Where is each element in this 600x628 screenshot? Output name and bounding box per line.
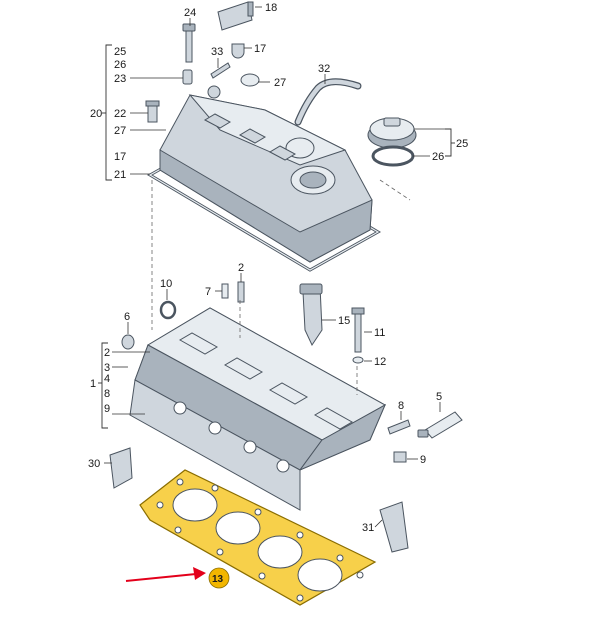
bolt-24 xyxy=(182,23,196,63)
highlight-badge xyxy=(208,567,230,589)
bolt-2 xyxy=(237,281,245,303)
callout-8-left: 8 xyxy=(104,388,110,400)
callout-13: 13 xyxy=(212,574,224,585)
cylinder-head xyxy=(129,307,387,511)
callout-27-top: 27 xyxy=(274,77,286,89)
breather-hose xyxy=(294,78,362,126)
callout-2-top: 2 xyxy=(238,262,244,274)
callout-4: 4 xyxy=(104,373,110,385)
cylinder-head-gasket xyxy=(139,469,377,606)
callout-20: 20 xyxy=(90,108,102,120)
callout-10: 10 xyxy=(160,278,172,290)
callout-24: 24 xyxy=(184,7,196,19)
oil-filler-seal xyxy=(371,145,415,167)
seal-ring-10 xyxy=(159,300,177,320)
callout-7: 7 xyxy=(205,286,211,298)
seal-27 xyxy=(240,73,260,87)
valve-cover xyxy=(159,85,373,263)
callout-25-right: 25 xyxy=(456,138,468,150)
callout-17-top: 17 xyxy=(254,43,266,55)
callout-25-left: 25 xyxy=(114,46,126,58)
bolt-23 xyxy=(182,69,193,85)
callout-33: 33 xyxy=(211,46,223,58)
bracket-31 xyxy=(379,501,409,553)
oil-filler-cap xyxy=(367,117,417,149)
callout-3: 3 xyxy=(104,362,110,374)
plug-9 xyxy=(393,451,407,463)
callout-27-left: 27 xyxy=(114,125,126,137)
fuel-injector xyxy=(299,283,323,347)
callout-30: 30 xyxy=(88,458,100,470)
callout-26-right: 26 xyxy=(432,151,444,163)
callout-21: 21 xyxy=(114,169,126,181)
brace-group-1 xyxy=(98,342,108,429)
callout-9-left: 9 xyxy=(104,403,110,415)
callout-18: 18 xyxy=(265,2,277,14)
callout-12: 12 xyxy=(374,356,386,368)
callout-15: 15 xyxy=(338,315,350,327)
callout-5: 5 xyxy=(436,391,442,403)
callout-23: 23 xyxy=(114,73,126,85)
highlight-arrow xyxy=(125,567,206,582)
leader-lines xyxy=(104,6,445,528)
sealant-tube-5 xyxy=(417,411,463,439)
callout-1: 1 xyxy=(90,378,96,390)
sensor-8 xyxy=(387,419,411,435)
bolt-22 xyxy=(145,100,160,123)
plug-17 xyxy=(231,43,245,59)
brace-group-25 xyxy=(445,128,455,157)
callout-2-left: 2 xyxy=(104,347,110,359)
callout-8-right: 8 xyxy=(398,400,404,412)
callout-31: 31 xyxy=(362,522,374,534)
bracket-18 xyxy=(217,1,254,31)
sleeve-7 xyxy=(221,283,229,299)
pin-33 xyxy=(210,62,231,79)
cap-6 xyxy=(121,334,135,350)
brace-group-20 xyxy=(102,44,112,181)
callout-32: 32 xyxy=(318,63,330,75)
callout-11: 11 xyxy=(374,327,385,339)
callout-26-left: 26 xyxy=(114,59,126,71)
bracket-30 xyxy=(109,447,133,489)
callout-6: 6 xyxy=(124,311,130,323)
callout-9-right: 9 xyxy=(420,454,426,466)
callout-17-left: 17 xyxy=(114,151,126,163)
stud-11 xyxy=(351,307,365,353)
washer-12 xyxy=(352,356,364,364)
callout-22: 22 xyxy=(114,108,126,120)
